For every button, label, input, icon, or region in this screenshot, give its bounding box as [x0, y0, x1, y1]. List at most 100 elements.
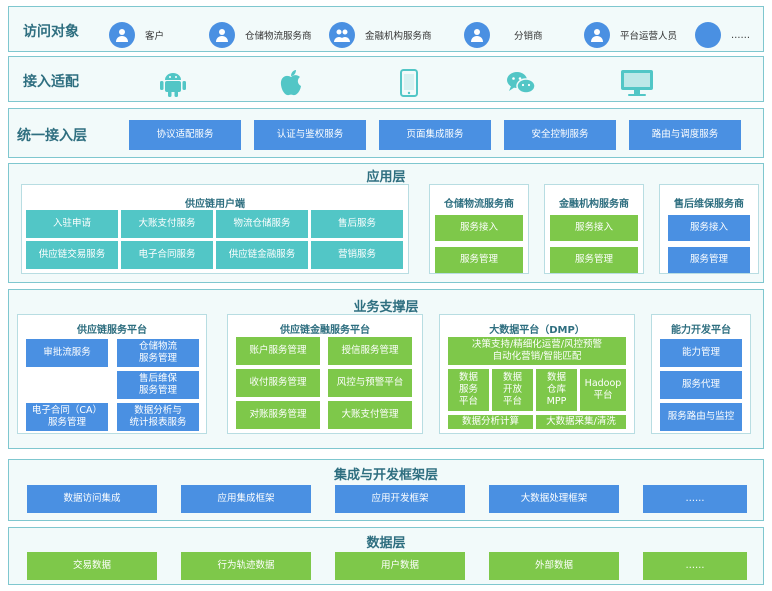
- visitor-label: 仓储物流服务商: [245, 31, 312, 42]
- platform-item: 售后维保 服务管理: [117, 371, 199, 399]
- visitor-operator: 平台运营人员: [584, 22, 677, 48]
- visitor-label: 分销商: [514, 31, 543, 42]
- portal-item: 供应链金融服务: [216, 241, 308, 269]
- access-panel: 接入适配: [8, 56, 764, 102]
- dmp-cell: 数据 仓库 MPP: [536, 369, 577, 411]
- dmp-cell: Hadoop 平台: [580, 369, 626, 411]
- wechat-icon: [505, 67, 537, 99]
- unified-item: 协议适配服务: [129, 120, 241, 150]
- finance-platform: 供应链金融服务平台 账户服务管理 授信服务管理 收付服务管理 风控与预警平台 对…: [227, 314, 423, 434]
- portal-item: 售后服务: [311, 210, 403, 238]
- portal-item: 大账支付服务: [121, 210, 213, 238]
- dmp-title: 大数据平台（DMP）: [489, 325, 585, 336]
- visitor-label: 平台运营人员: [620, 31, 678, 42]
- finance-item: 服务管理: [550, 247, 638, 273]
- visitor-label: 金融机构服务商: [365, 31, 432, 42]
- visitor-warehouse: 仓储物流服务商: [209, 22, 312, 48]
- visitors-title: 访问对象: [23, 24, 79, 40]
- finance-platform-item: 大账支付管理: [328, 401, 412, 429]
- data-item: 用户数据: [335, 552, 465, 580]
- finance-provider: 金融机构服务商 服务接入 服务管理: [544, 184, 644, 274]
- unified-item: 认证与鉴权服务: [254, 120, 366, 150]
- visitor-label: ……: [731, 29, 750, 41]
- finance-platform-item: 收付服务管理: [236, 369, 320, 397]
- dmp-cell: 数据 开放 平台: [492, 369, 533, 411]
- capability-item: 服务代理: [660, 371, 742, 399]
- dmp-cell: 数据 服务 平台: [448, 369, 489, 411]
- finance-platform-item: 授信服务管理: [328, 337, 412, 365]
- finance-platform-item: 对账服务管理: [236, 401, 320, 429]
- finance-provider-title: 金融机构服务商: [559, 199, 629, 210]
- integration-layer-title: 集成与开发框架层: [333, 468, 438, 483]
- dmp-bottom: 大数据采集/清洗: [536, 415, 626, 429]
- android-icon: [157, 67, 189, 99]
- finance-platform-item: 账户服务管理: [236, 337, 320, 365]
- dmp-platform: 大数据平台（DMP） 决策支持/精细化运营/风控预警 自动化营销/智能匹配 数据…: [439, 314, 635, 434]
- access-title: 接入适配: [23, 74, 79, 90]
- aftersale-item: 服务接入: [668, 215, 750, 241]
- integration-layer-panel: 集成与开发框架层 数据访问集成 应用集成框架 应用开发框架 大数据处理框架 ……: [8, 459, 764, 521]
- apple-icon: [275, 67, 307, 99]
- visitors-panel: 访问对象 客户 仓储物流服务商 金融机构服务商 分销商 平台运营人员 ……: [8, 6, 764, 52]
- integration-item: 数据访问集成: [27, 485, 157, 513]
- finance-item: 服务接入: [550, 215, 638, 241]
- user-group-icon: [329, 22, 355, 48]
- portal-item: 营销服务: [311, 241, 403, 269]
- business-layer-title: 业务支撑层: [353, 300, 419, 315]
- warehouse-item: 服务接入: [435, 215, 523, 241]
- portal-item: 物流仓储服务: [216, 210, 308, 238]
- capability-item: 能力管理: [660, 339, 742, 367]
- unified-item: 安全控制服务: [504, 120, 616, 150]
- user-icon: [209, 22, 235, 48]
- visitor-more: ……: [695, 22, 750, 48]
- user-icon: [464, 22, 490, 48]
- unified-title: 统一接入层: [17, 128, 87, 144]
- data-item: 行为轨迹数据: [181, 552, 311, 580]
- business-layer-panel: 业务支撑层 供应链服务平台 审批流服务 仓储物流 服务管理 售后维保 服务管理 …: [8, 289, 764, 449]
- integration-item: 应用开发框架: [335, 485, 465, 513]
- user-icon: [109, 22, 135, 48]
- unified-item: 路由与调度服务: [629, 120, 741, 150]
- portal-item: 供应链交易服务: [26, 241, 118, 269]
- supply-portal-title: 供应链用户端: [185, 199, 245, 210]
- supply-portal: 供应链用户端 入驻申请 大账支付服务 物流仓储服务 售后服务 供应链交易服务 电…: [21, 184, 409, 274]
- unified-panel: 统一接入层 协议适配服务 认证与鉴权服务 页面集成服务 安全控制服务 路由与调度…: [8, 108, 764, 158]
- visitor-customer: 客户: [109, 22, 164, 48]
- dmp-bottom: 数据分析计算: [448, 415, 533, 429]
- supply-platform-title: 供应链服务平台: [77, 325, 147, 336]
- more-avatar-icon: [695, 22, 721, 48]
- data-layer-title: 数据层: [366, 536, 406, 551]
- unified-item: 页面集成服务: [379, 120, 491, 150]
- integration-item: 大数据处理框架: [489, 485, 619, 513]
- platform-item: 审批流服务: [26, 339, 108, 367]
- platform-item: 电子合同（CA） 服务管理: [26, 403, 108, 431]
- warehouse-provider: 仓储物流服务商 服务接入 服务管理: [429, 184, 529, 274]
- data-layer-panel: 数据层 交易数据 行为轨迹数据 用户数据 外部数据 ……: [8, 527, 764, 585]
- user-icon: [584, 22, 610, 48]
- portal-item: 电子合同服务: [121, 241, 213, 269]
- capability-platform: 能力开发平台 能力管理 服务代理 服务路由与监控: [651, 314, 751, 434]
- data-item: ……: [643, 552, 747, 580]
- finance-platform-item: 风控与预警平台: [328, 369, 412, 397]
- desktop-monitor-icon: [619, 67, 655, 99]
- capability-item: 服务路由与监控: [660, 403, 742, 431]
- platform-item: 仓储物流 服务管理: [117, 339, 199, 367]
- visitor-finance: 金融机构服务商: [329, 22, 432, 48]
- mobile-phone-icon: [393, 67, 425, 99]
- data-item: 外部数据: [489, 552, 619, 580]
- aftersale-item: 服务管理: [668, 247, 750, 273]
- warehouse-provider-title: 仓储物流服务商: [444, 199, 514, 210]
- visitor-label: 客户: [145, 31, 165, 42]
- aftersale-provider-title: 售后维保服务商: [674, 199, 744, 210]
- platform-item: 数据分析与 统计报表服务: [117, 403, 199, 431]
- finance-platform-title: 供应链金融服务平台: [280, 325, 370, 336]
- integration-item: ……: [643, 485, 747, 513]
- visitor-distributor: 分销商: [464, 22, 543, 48]
- portal-item: 入驻申请: [26, 210, 118, 238]
- warehouse-item: 服务管理: [435, 247, 523, 273]
- dmp-top: 决策支持/精细化运营/风控预警 自动化营销/智能匹配: [448, 337, 626, 365]
- aftersale-provider: 售后维保服务商 服务接入 服务管理: [659, 184, 759, 274]
- supply-platform: 供应链服务平台 审批流服务 仓储物流 服务管理 售后维保 服务管理 电子合同（C…: [17, 314, 207, 434]
- app-layer-panel: 应用层 供应链用户端 入驻申请 大账支付服务 物流仓储服务 售后服务 供应链交易…: [8, 163, 764, 283]
- data-item: 交易数据: [27, 552, 157, 580]
